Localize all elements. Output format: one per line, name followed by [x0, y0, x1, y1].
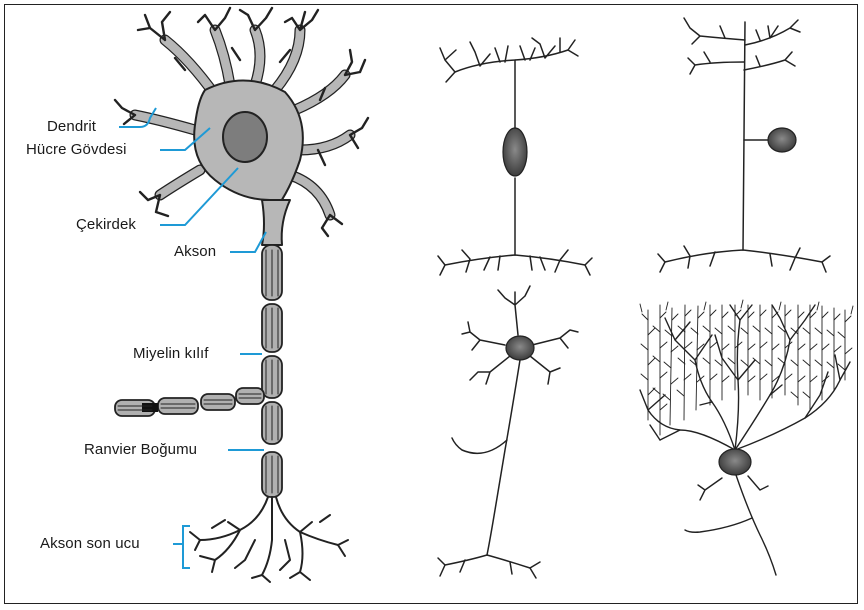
label-akson: Akson — [174, 243, 216, 260]
label-cekirdek: Çekirdek — [76, 216, 136, 233]
label-miyelin-kilif: Miyelin kılıf — [133, 345, 208, 362]
bipolar-soma — [503, 128, 527, 176]
label-akson-son-ucu: Akson son ucu — [40, 535, 140, 552]
labelled-neuron — [115, 8, 368, 582]
unipolar-neuron — [658, 18, 830, 272]
label-ranvier-bogumu: Ranvier Boğumu — [84, 441, 197, 458]
terminal-bracket — [183, 526, 190, 568]
multipolar-soma — [506, 336, 534, 360]
purkinje-soma — [719, 449, 751, 475]
purkinje-dendritic-tree — [640, 300, 853, 435]
label-hucre-govdesi: Hücre Gövdesi — [26, 141, 127, 158]
label-dendrit: Dendrit — [47, 118, 96, 135]
multipolar-neuron — [438, 286, 578, 578]
unipolar-soma — [768, 128, 796, 152]
leader-akson — [230, 232, 266, 252]
